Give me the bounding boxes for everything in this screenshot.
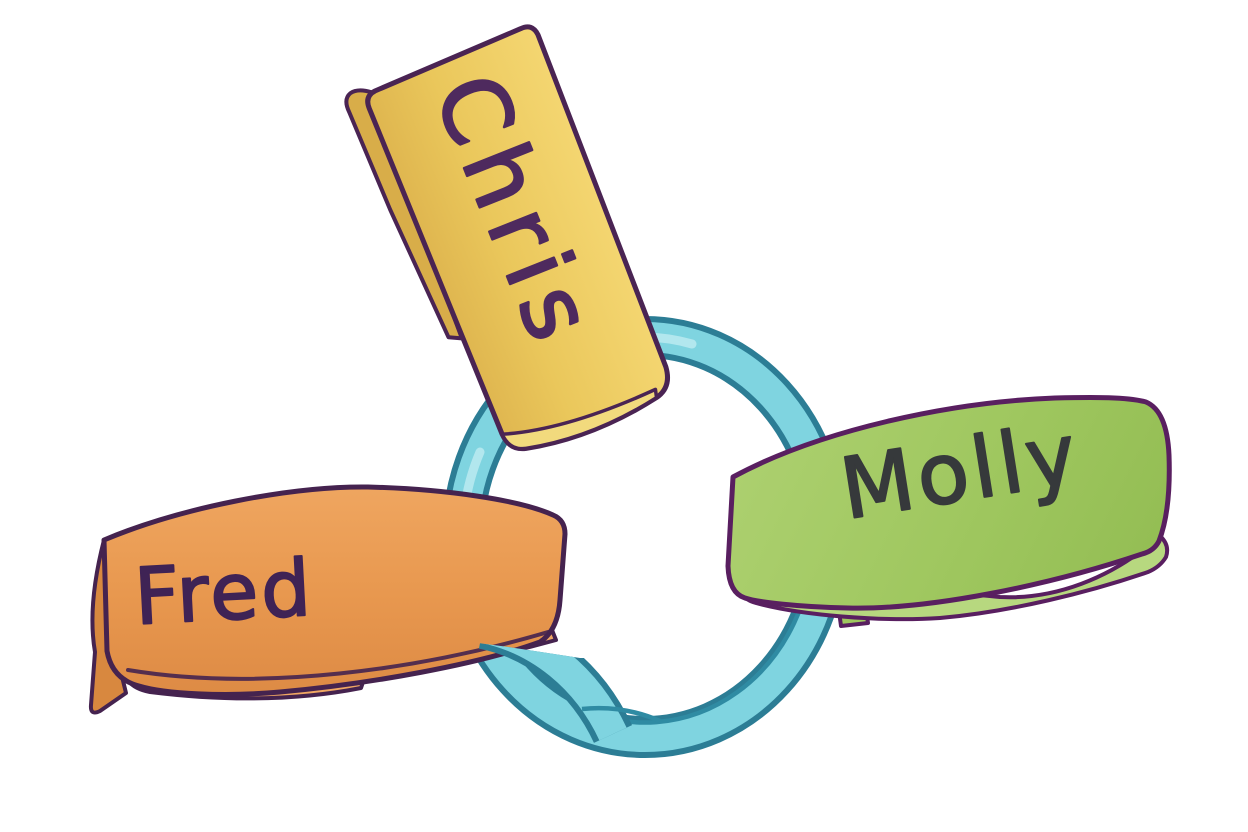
band-chris-fold: [344, 88, 464, 341]
ring-front-inner-edge: [581, 705, 661, 724]
band-fred-face: [101, 484, 568, 697]
band-fred-label: Fred: [132, 544, 316, 643]
band-chris-end-inside: [500, 387, 659, 451]
band-fred: Fred: [88, 484, 568, 715]
band-chris: Chris: [344, 24, 671, 452]
ring-front-body: [479, 636, 627, 741]
chain-ring-front-segment: [478, 636, 661, 744]
band-molly: Molly: [725, 394, 1172, 628]
band-molly-face: [725, 394, 1172, 611]
